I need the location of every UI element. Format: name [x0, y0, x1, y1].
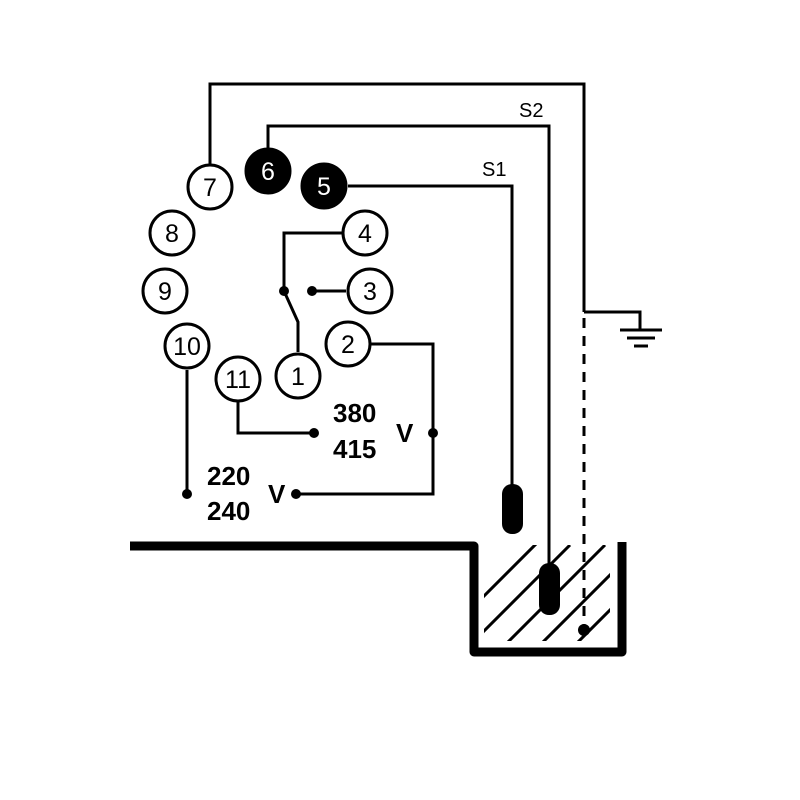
- pin-11-label: 11: [225, 366, 251, 394]
- pin-10: 10: [163, 322, 211, 370]
- electrode-s2: [539, 563, 560, 615]
- wire-pin7-ground: [208, 82, 586, 312]
- pin-8-label: 8: [165, 220, 179, 248]
- pin-4-label: 4: [358, 220, 372, 248]
- pin-9: 9: [141, 267, 189, 315]
- wire-ground: [584, 310, 642, 330]
- pin-3: 3: [346, 267, 394, 315]
- wire-pin11-380v: [236, 401, 314, 435]
- pin-6-label: 6: [261, 158, 275, 186]
- liquid-hatching: [484, 545, 610, 641]
- volt-240: 240: [207, 496, 250, 526]
- pin-3-label: 3: [363, 278, 377, 306]
- ground-electrode-dot: [578, 624, 590, 636]
- wires: [185, 82, 642, 628]
- s1-label: S1: [482, 159, 506, 181]
- relay-pins: 7 6 5 4 3 2 1 11: [141, 147, 394, 403]
- pin-9-label: 9: [158, 278, 172, 306]
- switch-blade: [282, 290, 300, 352]
- volt-unit-low: V: [268, 479, 286, 509]
- pin-10-label: 10: [173, 333, 201, 361]
- ground-icon: [620, 328, 662, 348]
- pin-1: 1: [274, 352, 322, 400]
- pin-8: 8: [148, 209, 196, 257]
- volt-unit-high: V: [396, 418, 414, 448]
- pin-11: 11: [214, 355, 262, 403]
- voltage-220-240: 220 240 V: [207, 461, 286, 526]
- volt-380: 380: [333, 398, 376, 428]
- pin-2: 2: [324, 320, 372, 368]
- wire-pin5-s1: [348, 184, 514, 488]
- volt-220: 220: [207, 461, 250, 491]
- pin-7: 7: [186, 163, 234, 211]
- voltage-380-415: 380 415 V: [333, 398, 414, 464]
- pin-1-label: 1: [291, 363, 305, 391]
- wire-pin2-supply: [296, 342, 435, 496]
- pin-7-label: 7: [203, 174, 217, 202]
- volt-415: 415: [333, 434, 376, 464]
- tank-outline: [130, 541, 627, 657]
- pin-2-label: 2: [341, 331, 355, 359]
- tank: [130, 541, 627, 657]
- pin-4: 4: [341, 209, 389, 257]
- wire-pin6-s2: [266, 124, 551, 570]
- pin-5: 5: [300, 162, 348, 210]
- pin-6: 6: [244, 147, 292, 195]
- pin-5-label: 5: [317, 173, 331, 201]
- electrode-s1: [502, 484, 523, 534]
- wire-pin4-switch: [282, 231, 343, 291]
- junction-dots: [182, 286, 438, 499]
- s2-label: S2: [519, 100, 543, 122]
